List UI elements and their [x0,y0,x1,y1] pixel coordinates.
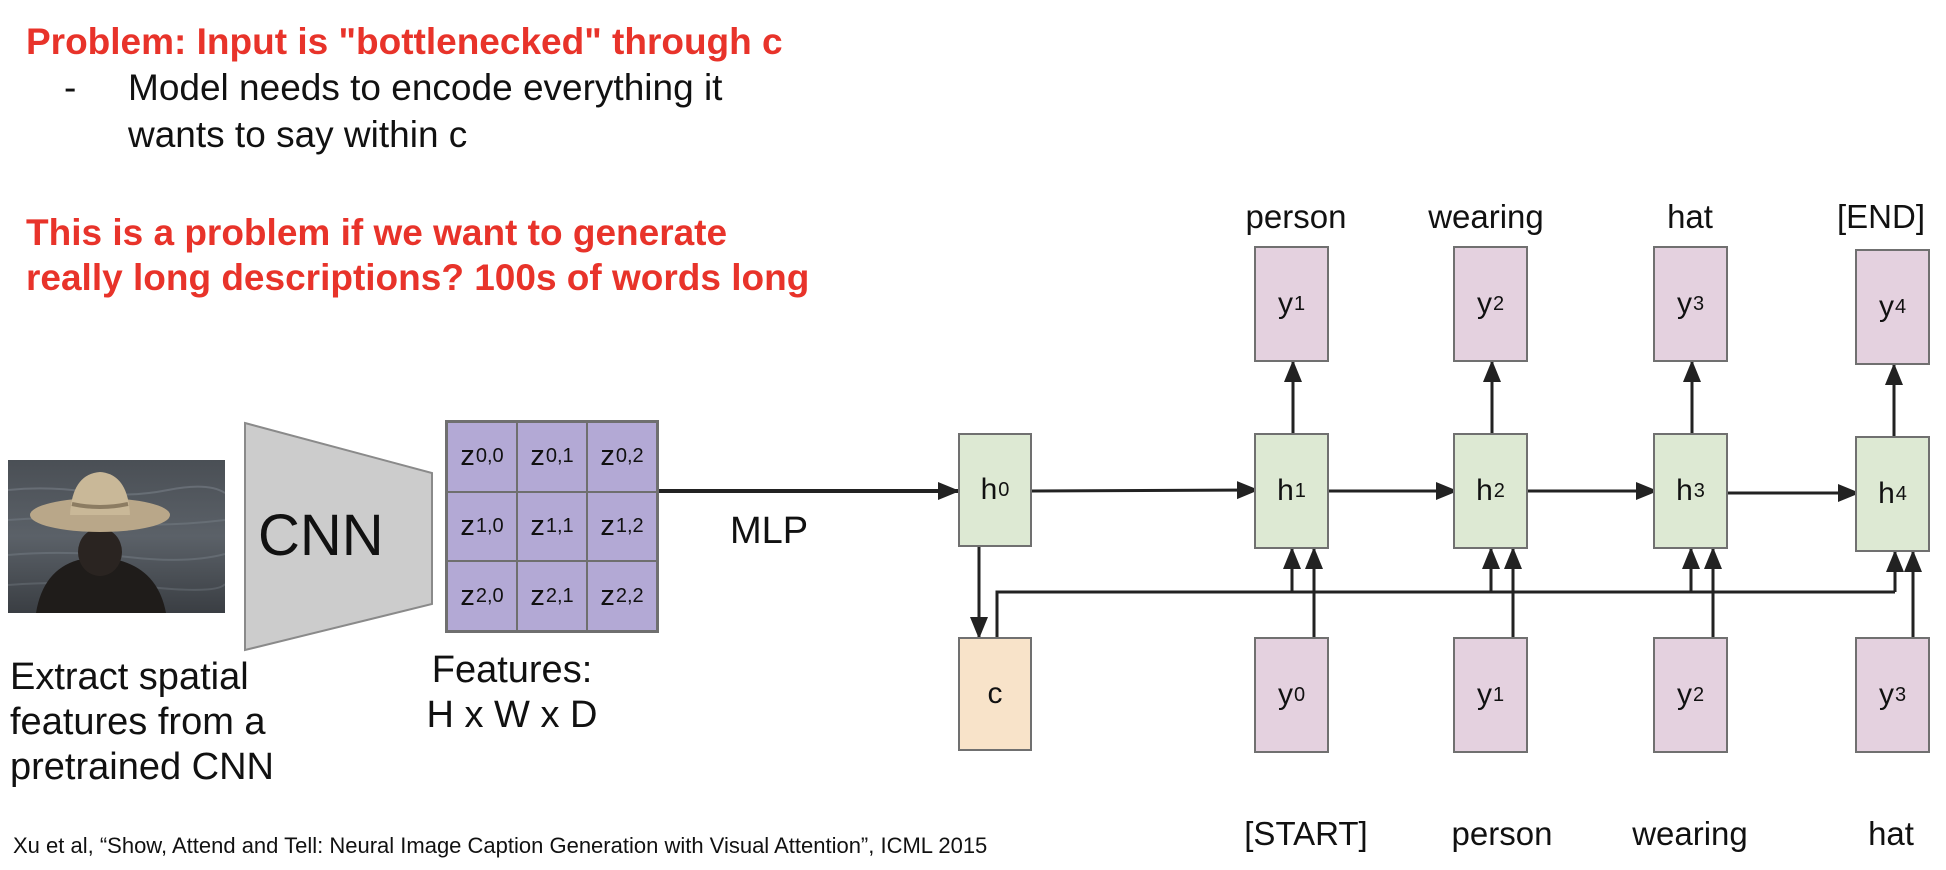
features-label-line-2: H x W x D [426,694,598,736]
cnn-caption-line-3: pretrained CNN [10,746,274,788]
input-photo [8,460,225,613]
cnn-label: CNN [258,503,384,568]
input-word-3: wearing [1632,815,1748,852]
bullet-line-1: Model needs to encode everything it [128,67,723,108]
long-desc-line-2: really long descriptions? 100s of words … [26,257,810,298]
context-bus-line [995,590,1895,637]
problem-title: Problem: Input is "bottlenecked" through… [26,21,783,62]
mlp-label: MLP [730,510,809,552]
output-word-3: hat [1667,198,1713,235]
output-word-4: [END] [1836,198,1925,235]
output-word-2: wearing [1428,198,1544,235]
features-label-line-1: Features: [431,649,593,691]
cnn-caption-line-1: Extract spatial [10,656,249,698]
output-word-1: person [1245,198,1347,235]
bullet-line-2: wants to say within c [128,114,468,155]
input-word-4: hat [1868,815,1914,852]
input-word-1: [START] [1244,815,1368,852]
context-vector-c: c [958,637,1032,751]
h0-to-h1-arrow [1031,481,1259,500]
citation: Xu et al, “Show, Attend and Tell: Neural… [13,833,988,858]
cnn-caption-line-2: features from a [10,701,266,743]
long-desc-line-1: This is a problem if we want to generate [26,212,728,253]
input-word-2: person [1451,815,1553,852]
bullet-marker: - [64,67,77,108]
